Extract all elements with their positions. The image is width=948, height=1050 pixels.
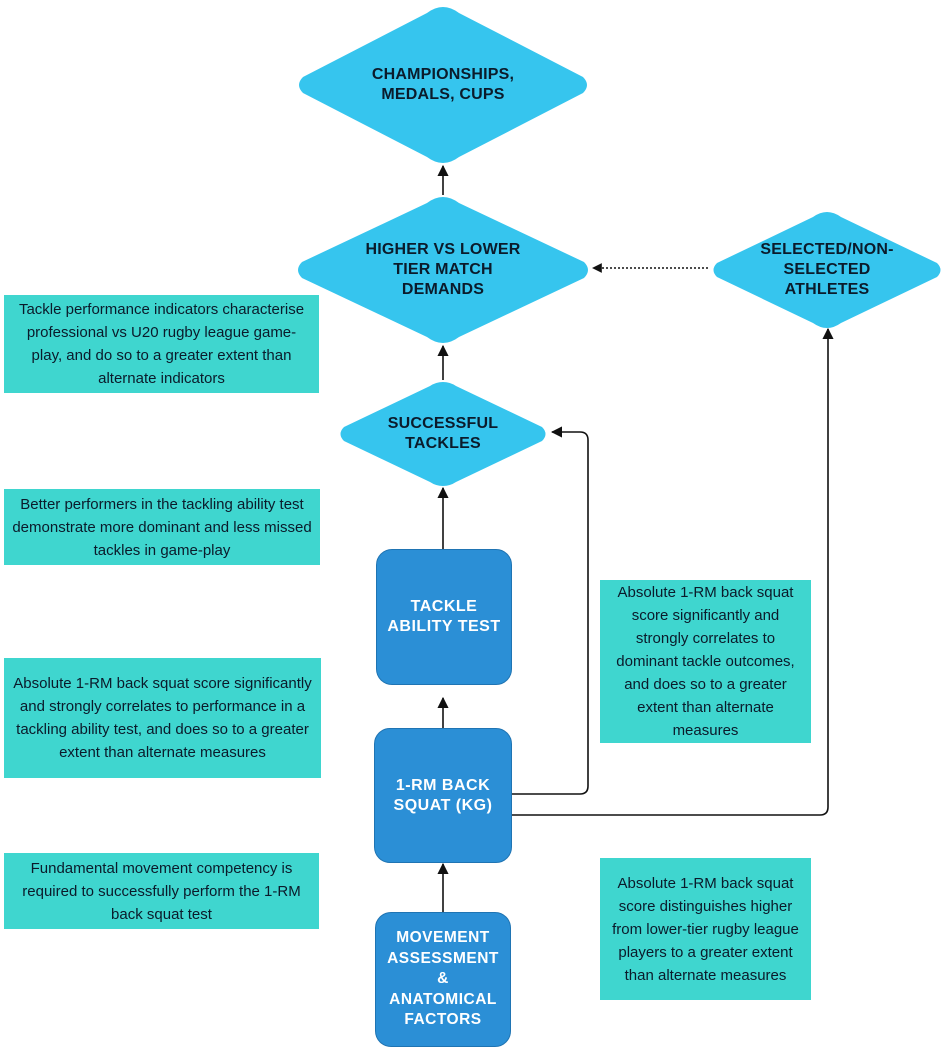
championships-label: CHAMPIONSHIPS, MEDALS, CUPS	[371, 66, 515, 103]
note-better-performers: Better performers in the tackling abilit…	[4, 489, 320, 565]
successful-tackles-diamond: SUCCESSFUL TACKLES	[335, 380, 551, 488]
arrow-squat-to-selected	[510, 327, 834, 816]
tackle-ability-test-box: TACKLE ABILITY TEST	[376, 549, 512, 685]
tackle-ability-test-label: TACKLE ABILITY TEST	[387, 598, 501, 635]
note-tackle-indicators: Tackle performance indicators characteri…	[4, 295, 319, 393]
movement-assessment-box: MOVEMENT ASSESSMENT & ANATOMICAL FACTORS	[375, 912, 511, 1047]
note-squat-tackle-test-text: Absolute 1-RM back squat score significa…	[13, 675, 312, 761]
note-squat-distinguishes: Absolute 1-RM back squat score distingui…	[600, 858, 811, 1000]
note-fundamental: Fundamental movement competency is requi…	[4, 853, 319, 929]
successful-tackles-label: SUCCESSFUL TACKLES	[387, 415, 499, 452]
back-squat-box: 1-RM BACK SQUAT (KG)	[374, 728, 512, 863]
note-fundamental-text: Fundamental movement competency is requi…	[22, 859, 301, 923]
selected-diamond: SELECTED/NON- SELECTED ATHLETES	[708, 210, 946, 330]
note-squat-tackle-test: Absolute 1-RM back squat score significa…	[4, 658, 321, 778]
back-squat-label: 1-RM BACK SQUAT (KG)	[393, 776, 493, 814]
selected-label: SELECTED/NON- SELECTED ATHLETES	[760, 241, 894, 298]
note-tackle-indicators-text: Tackle performance indicators characteri…	[18, 301, 305, 387]
match-demands-diamond: HIGHER VS LOWER TIER MATCH DEMANDS	[292, 195, 594, 345]
championships-diamond: CHAMPIONSHIPS, MEDALS, CUPS	[293, 5, 593, 165]
note-squat-distinguishes-text: Absolute 1-RM back squat score distingui…	[612, 874, 799, 984]
arrow-squat-to-tackles	[510, 426, 589, 795]
movement-assessment-label: MOVEMENT ASSESSMENT & ANATOMICAL FACTORS	[387, 929, 499, 1029]
note-better-performers-text: Better performers in the tackling abilit…	[12, 495, 312, 559]
note-squat-dominant: Absolute 1-RM back squat score significa…	[600, 580, 811, 743]
match-demands-label: HIGHER VS LOWER TIER MATCH DEMANDS	[365, 241, 521, 298]
note-squat-dominant-text: Absolute 1-RM back squat score significa…	[616, 584, 795, 739]
